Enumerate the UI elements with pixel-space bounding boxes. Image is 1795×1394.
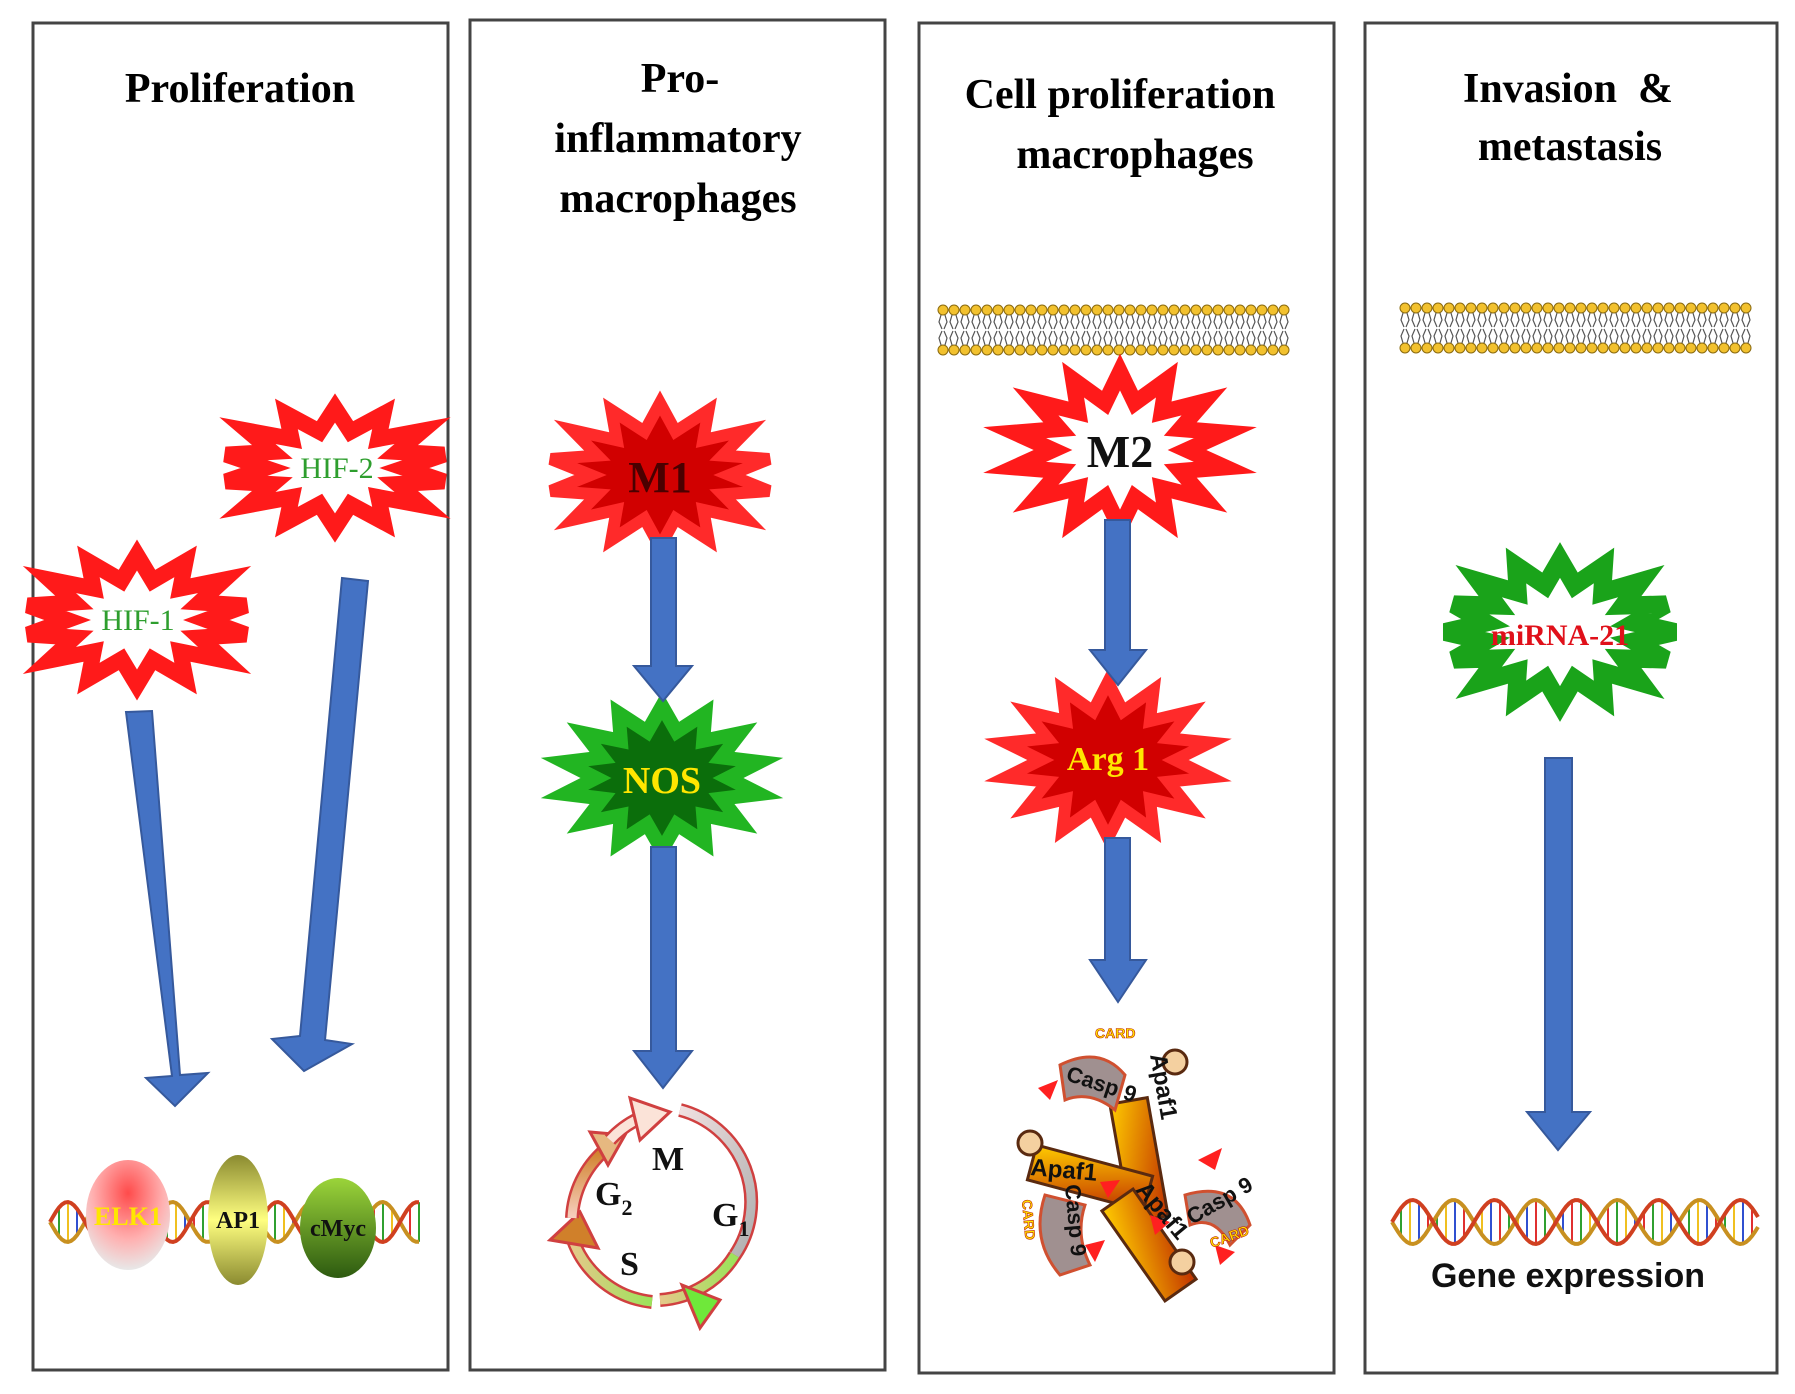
arrow-down-icon [124,709,211,1108]
panel-1-title: Proliferation [125,66,355,112]
mirna21-starburst-icon [1442,542,1678,722]
transcription-factors: ELK1 AP1 cMyc [86,1155,376,1285]
cmyc-label: cMyc [310,1216,366,1242]
arrow-down-icon [631,537,695,703]
card-label: CARD [1019,1199,1038,1241]
panel-2-title-line-1: Pro- [641,56,720,102]
elk1-label: ELK1 [94,1202,162,1231]
arg1-label: Arg 1 [1067,741,1149,778]
panel-3-title-line-2: macrophages [1016,132,1253,178]
cycle-m-label: M [652,1141,684,1178]
arrow-down-icon [631,846,695,1090]
cell-membrane-icon [937,304,1290,356]
hif1-starburst-icon [22,539,252,701]
mirna21-label: miRNA-21 [1491,619,1629,652]
panel-4-title-line-2: metastasis [1478,124,1662,170]
arrow-down-icon [269,576,370,1073]
panel-frames [31,18,1779,1375]
cycle-g2-label: G2 [595,1176,632,1220]
panel-2-title-line-2: inflammatory [554,116,801,162]
hif2-label: HIF-2 [300,452,373,485]
panel-pro-inflammatory [468,18,887,1372]
apoptosome-icon: Casp 9 Apaf1 Apaf1 Casp 9 Apaf1 Casp 9 C… [1016,1025,1257,1304]
dna-helix-icon [1390,1197,1760,1247]
hif2-starburst-icon [219,393,451,543]
cycle-s-label: S [620,1246,639,1283]
arrow-down-icon [1088,837,1148,1004]
gene-expression-caption: Gene expression [1431,1257,1705,1295]
m2-label: M2 [1087,426,1153,477]
hif1-label: HIF-1 [101,604,174,637]
card-label: CARD [1095,1025,1135,1041]
elk1-factor-icon [86,1160,170,1270]
ap1-label: AP1 [216,1208,260,1234]
panel-2-title-line-3: macrophages [559,176,796,222]
arrow-down-icon [1087,519,1149,687]
arrow-down-icon [1524,757,1593,1152]
m1-label: M1 [628,453,692,502]
apaf1-label: Apaf1 [1029,1154,1098,1187]
cell-membrane-icon [1399,302,1752,354]
cmyc-factor-icon [300,1178,376,1278]
panel-cell-proliferation-macrophages [917,21,1336,1375]
nos-label: NOS [623,760,701,802]
panel-4-title-line-1: Invasion & [1463,66,1673,112]
ap1-factor-icon [208,1155,268,1285]
cycle-g1-label: G1 [712,1197,749,1241]
panel-3-title-line-1: Cell proliferation [965,72,1276,118]
panel-proliferation [31,21,450,1372]
cell-cycle-icon: M G2 G1 S [546,1095,759,1332]
